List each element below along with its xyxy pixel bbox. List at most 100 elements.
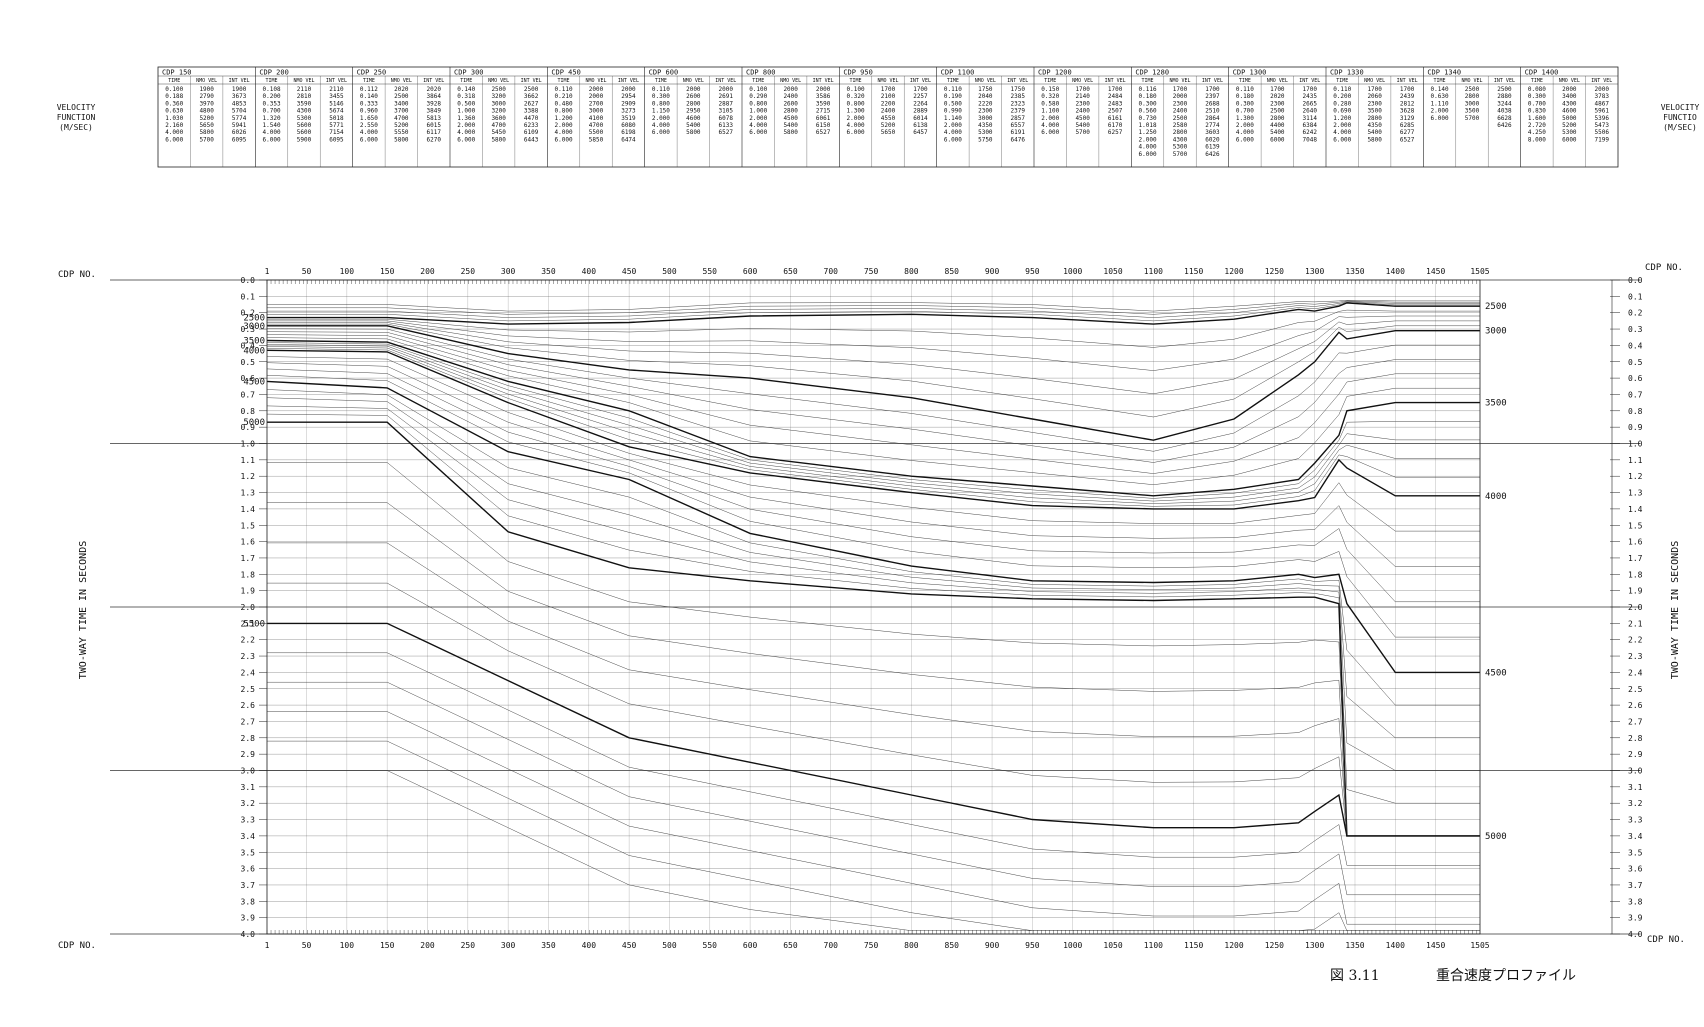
velocity-table-cell: 2000 — [783, 86, 798, 93]
velocity-column-header: NMO VEL — [391, 78, 412, 84]
velocity-table-cell: 0.690 — [1333, 108, 1351, 115]
velocity-table-cell: 2665 — [1303, 100, 1318, 107]
time-tick-label-right: 3.0 — [1628, 767, 1643, 776]
cdp-tick-label-bottom: 850 — [945, 941, 960, 950]
time-tick-label-right: 2.1 — [1628, 619, 1643, 628]
velocity-table-cell: 0.180 — [1236, 93, 1254, 100]
velocity-table-cell: 0.630 — [165, 108, 183, 115]
velocity-table-cell: 2715 — [816, 108, 831, 115]
cdp-tick-label-top: 300 — [501, 267, 516, 276]
velocity-table-cell: 3628 — [1400, 108, 1415, 115]
velocity-table-cell: 2300 — [978, 108, 993, 115]
velocity-table-cell: 6233 — [524, 122, 539, 129]
time-tick-label-right: 1.1 — [1628, 456, 1643, 465]
velocity-table-cell: 2020 — [1270, 93, 1285, 100]
time-tick-label-left: 3.2 — [241, 799, 256, 808]
velocity-column-header: NMO VEL — [975, 78, 996, 84]
velocity-table-cell: 1700 — [1173, 86, 1188, 93]
time-tick-label-left: 3.6 — [241, 865, 256, 874]
velocity-column-header: NMO VEL — [488, 78, 509, 84]
velocity-table-cell: 6014 — [913, 115, 928, 122]
velocity-table-cell: 2500 — [524, 86, 539, 93]
cdp-tick-label-bottom: 200 — [420, 941, 435, 950]
velocity-table-cell: 0.200 — [263, 93, 281, 100]
time-tick-label-left: 0.1 — [241, 292, 256, 301]
velocity-table-cell: 5473 — [1595, 122, 1610, 129]
velocity-table-cell: 5700 — [199, 136, 214, 143]
velocity-table-cell: 0.140 — [360, 93, 378, 100]
velocity-table-cell: 4800 — [199, 108, 214, 115]
contour-line-minor — [266, 334, 1480, 474]
velocity-table-cell: 2500 — [394, 93, 409, 100]
velocity-table-cell: 3129 — [1400, 115, 1415, 122]
velocity-table-cell: 2800 — [1173, 129, 1188, 136]
cdp-tick-label-top: 1350 — [1345, 267, 1364, 276]
velocity-table-cell: 1.000 — [457, 108, 475, 115]
contour-line-minor — [266, 346, 1480, 504]
velocity-table-cell: 2.550 — [360, 122, 378, 129]
velocity-table-cell: 2640 — [1303, 108, 1318, 115]
time-tick-label-right: 3.1 — [1628, 783, 1643, 792]
contour-label-left: 3500 — [243, 336, 265, 346]
velocity-table-cell: 3600 — [491, 115, 506, 122]
contour-label-left: 2500 — [243, 314, 265, 324]
cdp-tick-label-bottom: 1 — [265, 941, 270, 950]
velocity-table-cell: 0.500 — [944, 100, 962, 107]
time-tick-label-left: 1.0 — [241, 440, 256, 449]
contour-label-right: 3000 — [1485, 327, 1507, 337]
velocity-table-cell: 2060 — [1367, 93, 1382, 100]
velocity-table-cell: 2200 — [881, 100, 896, 107]
velocity-table-cell: 2000 — [719, 86, 734, 93]
velocity-table-cell: 3590 — [297, 100, 312, 107]
velocity-table-cell: 2.000 — [652, 115, 670, 122]
velocity-table-cell: 1900 — [199, 86, 214, 93]
time-tick-label-right: 1.7 — [1628, 554, 1643, 563]
time-tick-label-left: 1.8 — [241, 570, 256, 579]
velocity-column-header: TIME — [1336, 78, 1348, 84]
time-tick-label-right: 0.9 — [1628, 423, 1643, 432]
velocity-table-cell: 7199 — [1595, 136, 1610, 143]
contour-line-minor — [267, 681, 1480, 896]
velocity-table-cell: 1.600 — [1528, 115, 1546, 122]
velocity-table-cell: 6015 — [427, 122, 442, 129]
cdp-tick-label-bottom: 300 — [501, 941, 516, 950]
velocity-column-header: NMO VEL — [1169, 78, 1190, 84]
cdp-tick-label-top: 550 — [703, 267, 718, 276]
contour-label-left: 3000 — [243, 322, 265, 332]
time-tick-label-left: 1.1 — [241, 456, 256, 465]
velocity-table-cell: 0.360 — [165, 100, 183, 107]
time-tick-label-left: 3.0 — [241, 767, 256, 776]
velocity-table-cell: 4350 — [978, 122, 993, 129]
velocity-table-cell: 3783 — [1595, 93, 1610, 100]
cdp-tick-label-top: 950 — [1025, 267, 1040, 276]
velocity-label-right-1: VELOCITY — [1661, 103, 1700, 112]
time-tick-label-left: 1.7 — [241, 554, 256, 563]
velocity-function-cdp: CDP 250 — [357, 69, 387, 77]
contour-line-minor — [266, 342, 1480, 499]
contour-label-left: 5000 — [243, 418, 265, 428]
time-tick-label-right: 0.8 — [1628, 407, 1643, 416]
time-tick-label-right: 1.2 — [1628, 472, 1643, 481]
velocity-column-header: TIME — [1531, 78, 1543, 84]
velocity-column-header: INT VEL — [1299, 78, 1320, 84]
velocity-table-cell: 2400 — [1075, 108, 1090, 115]
velocity-table-cell: 3586 — [816, 93, 831, 100]
velocity-table-cell: 6527 — [719, 129, 734, 136]
contour-line-minor — [267, 502, 1480, 837]
velocity-table-cell: 0.800 — [555, 108, 573, 115]
cdp-tick-label-bottom: 1150 — [1184, 941, 1203, 950]
contour-line-minor — [266, 356, 1480, 532]
y-axis-label-right: TWO-WAY TIME IN SECONDS — [1670, 541, 1681, 679]
velocity-table-cell: 4400 — [1270, 122, 1285, 129]
velocity-table-cell: 2385 — [1011, 93, 1026, 100]
velocity-table-cell: 4600 — [1562, 108, 1577, 115]
velocity-table-cell: 0.300 — [1139, 100, 1157, 107]
velocity-table-cell: 6.000 — [847, 129, 865, 136]
velocity-table-cell: 0.150 — [1041, 86, 1059, 93]
velocity-table-cell: 6078 — [719, 115, 734, 122]
velocity-table-cell: 1700 — [1303, 86, 1318, 93]
velocity-column-header: TIME — [752, 78, 764, 84]
